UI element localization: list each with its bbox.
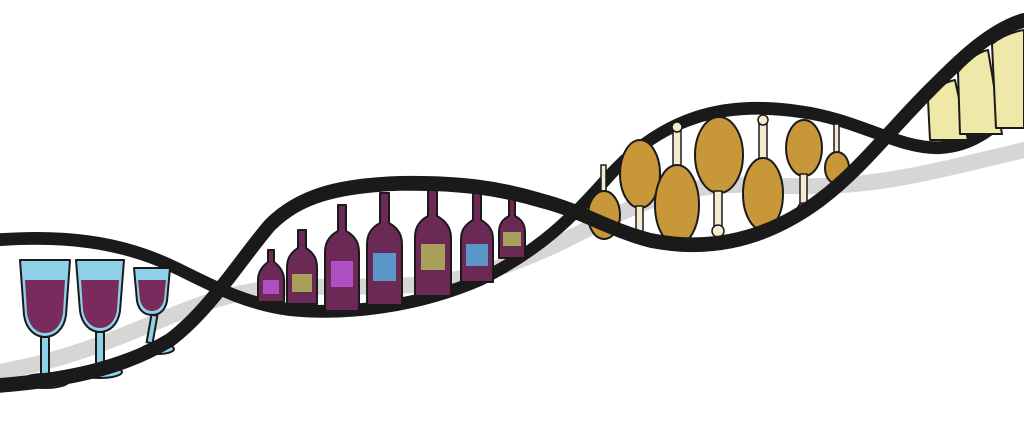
wine-bottle-icon (286, 229, 318, 305)
cheese-group (927, 29, 1024, 141)
wine-bottle-icon (257, 249, 285, 303)
wine-bottles-group (257, 185, 526, 312)
wine-glass-icon (133, 267, 175, 355)
cheese-wedge-icon (991, 29, 1024, 129)
drumstick-icon (694, 116, 744, 238)
wine-bottle-icon (498, 195, 526, 259)
wine-bottle-icon (366, 192, 403, 306)
drumstick-icon (654, 121, 700, 246)
drumstick-icon (742, 114, 784, 231)
wine-glass-icon (19, 259, 71, 389)
green-strand (0, 94, 1024, 318)
wine-bottle-icon (460, 191, 494, 283)
drumstick-icon (619, 139, 661, 244)
wine-bottle-icon (414, 185, 452, 297)
wine-bottle-icon (324, 204, 360, 312)
red-strand (0, 13, 1024, 392)
